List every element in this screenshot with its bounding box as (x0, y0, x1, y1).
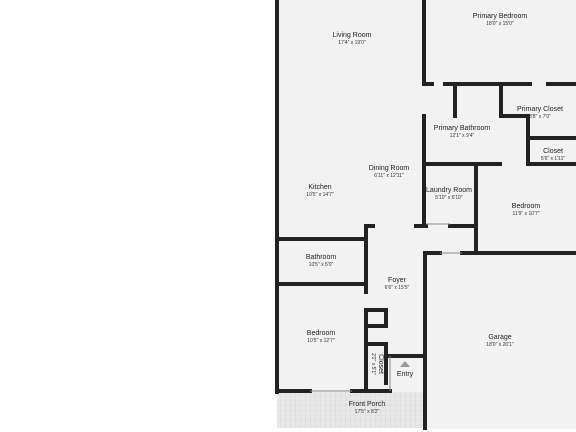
room-closet-small: Closet 2'2" x 5'1" (369, 353, 385, 375)
room-name: Kitchen (308, 184, 332, 191)
room-name: Bathroom (305, 254, 337, 261)
front-porch-floor (277, 392, 425, 428)
room-dimensions: 10'5" x 12'7" (307, 338, 335, 344)
room-closet-right: Closet 5'6" x 1'11" (541, 147, 565, 163)
room-name: Bedroom (511, 203, 541, 210)
room-name: Bedroom (306, 330, 336, 337)
room-name: Foyer (388, 277, 406, 284)
room-dimensions: 5'10" x 6'10" (435, 195, 463, 201)
room-name: Closet (543, 148, 563, 155)
room-laundry-room: Laundry Room 5'10" x 6'10" (426, 186, 472, 202)
room-dimensions: 10'5" x 14'7" (306, 192, 334, 198)
garage-floor (425, 253, 576, 429)
room-dimensions: 2'2" x 5'1" (370, 353, 376, 375)
entry-label: Entry (396, 371, 414, 378)
room-name: Primary Bathroom (433, 125, 491, 132)
room-bedroom-left: Bedroom 10'5" x 12'7" (307, 329, 335, 345)
room-name: Primary Closet (517, 106, 563, 113)
openings (310, 223, 462, 392)
room-dimensions: 18'0" x 20'1" (486, 342, 514, 348)
room-dining-room: Dining Room 6'11" x 12'11" (369, 164, 409, 180)
room-dimensions: 8'8" x 7'0" (529, 114, 551, 120)
room-primary-bedroom: Primary Bedroom 18'0" x 15'0" (473, 12, 527, 28)
room-name: Living Room (332, 32, 372, 39)
room-name: Front Porch (348, 401, 386, 408)
room-name: Closet (377, 354, 384, 374)
room-foyer: Foyer 6'6" x 15'5" (385, 276, 410, 292)
room-name: Laundry Room (426, 187, 472, 194)
room-dimensions: 17'4" x 19'0" (338, 40, 366, 46)
room-primary-bathroom: Primary Bathroom 12'1" x 9'4" (434, 124, 490, 140)
room-garage: Garage 18'0" x 20'1" (486, 333, 513, 349)
room-dimensions: 11'9" x 10'7" (512, 211, 540, 217)
room-bedroom-right: Bedroom 11'9" x 10'7" (512, 202, 540, 218)
room-name: Primary Bedroom (472, 13, 528, 20)
room-dimensions: 6'11" x 12'11" (374, 173, 404, 179)
room-kitchen: Kitchen 10'5" x 14'7" (306, 183, 333, 199)
room-name: Garage (488, 334, 512, 341)
walls (275, 0, 576, 430)
room-dimensions: 17'5" x 8'2" (354, 409, 380, 415)
room-dimensions: 12'1" x 9'4" (449, 133, 475, 139)
room-dimensions: 5'6" x 1'11" (540, 156, 566, 162)
room-name: Dining Room (368, 165, 410, 172)
entry-arrow-icon (400, 361, 410, 367)
room-living-room: Living Room 17'4" x 19'0" (333, 31, 372, 47)
room-dimensions: 10'5" x 5'0" (308, 262, 334, 268)
room-dimensions: 18'0" x 15'0" (486, 21, 514, 27)
room-primary-closet: Primary Closet 8'8" x 7'0" (517, 105, 563, 121)
room-front-porch: Front Porch 17'5" x 8'2" (349, 400, 386, 416)
room-bathroom: Bathroom 10'5" x 5'0" (306, 253, 336, 269)
room-dimensions: 6'6" x 15'5" (384, 285, 410, 291)
